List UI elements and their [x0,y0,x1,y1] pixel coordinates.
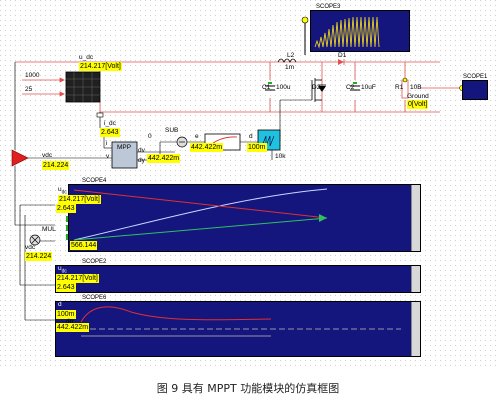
scope4-traces [73,188,328,241]
scope4-udc-value: 214.217[Volt] [58,195,101,204]
scope4-title: SCOPE4 [82,178,107,184]
current-sensor[interactable] [96,112,104,128]
k-value: 10k [275,153,286,160]
diode-d2[interactable] [318,84,326,92]
mosfet-switch[interactable] [311,78,322,102]
scope6-plot[interactable] [55,301,421,357]
sub-value: 442.422m [190,143,224,152]
scope2-idc-value: 2.643 [56,283,76,292]
scope4-idc-value: 2.643 [56,204,76,213]
inductor-l2[interactable] [277,58,297,63]
scope2-udc-label: udc [58,265,67,275]
ground-probe [402,77,408,83]
scope6-dv-value: 442.422m [56,323,90,332]
d1-label: D1 [338,52,347,59]
mpp-port-i: i [106,140,108,147]
scope4-plot[interactable] [68,184,421,252]
sub-summer-icon[interactable] [176,136,188,148]
scope4-udc-label: udc [58,186,67,196]
scope6-scrollbar[interactable] [411,302,420,356]
scope3-wiring [301,16,309,55]
mul-label: MUL [42,226,56,233]
scope3-plot[interactable] [310,10,410,52]
capacitor-c2[interactable] [350,82,360,91]
lower-vdc-label: vdc [25,244,36,251]
figure-caption: 图 9 具有 MPPT 功能模块的仿真框图 [156,382,340,395]
scope6-dn-label: dn [66,318,74,325]
scope2-scrollbar[interactable] [411,266,420,292]
scope2-title: SCOPE2 [82,259,107,265]
c1-value: 100u [276,84,291,91]
pv-idc-value: 2.643 [100,128,120,137]
mpp-port-dv: dv [138,147,145,154]
d-label: d [249,133,253,140]
mpp-block[interactable] [111,141,138,169]
ground-label: Ground [407,93,429,100]
pv-idc-label: i_dc [104,120,116,127]
scope4-scrollbar[interactable] [411,185,420,251]
vdc-label: vdc [42,152,53,159]
lower-wiring [14,166,55,321]
vdc-value: 214.224 [42,161,70,170]
d2-label: D2 [312,84,321,91]
gain-label: e [195,133,199,140]
diode-d1[interactable] [338,59,345,65]
pv-input-arrows [22,77,65,97]
r1-value: 10B [410,84,422,91]
scope3-trace [314,16,380,49]
mul-multiplier-icon[interactable] [29,234,41,246]
scope2-plot[interactable] [55,265,421,293]
mpp-port-dy: dy [138,157,145,164]
r1-label: R1 [395,84,404,91]
power-value: 566.144 [70,241,98,250]
ground-value: 0[Volt] [407,100,429,109]
c1-label: C1 [262,84,271,91]
c2-value: 10uF [361,84,376,91]
sub-label: SUB [165,127,179,134]
mpp-port-v: v [106,153,110,160]
pv-input-1000[interactable]: 1000 [25,72,40,79]
pv-udc-label: u_dc [79,54,94,61]
scope6-title: SCOPE6 [82,295,107,301]
scope3-title: SCOPE3 [316,4,341,10]
zero-label: 0 [148,133,152,140]
capacitor-c1[interactable] [265,82,275,91]
scope1-plot[interactable] [462,80,488,100]
pv-panel[interactable] [65,71,101,103]
scope6-traces [80,306,401,337]
c2-label: C2 [346,84,355,91]
scope2-udc-value: 214.217[Volt] [56,274,99,283]
pv-input-25[interactable]: 25 [25,86,33,93]
vdc-source-icon[interactable] [11,90,29,167]
mpp-label: MPP [117,144,132,151]
scope1-title: SCOPE1 [463,74,488,80]
pv-udc-value: 214.217[Volt] [79,62,122,71]
l2-value: 1m [285,64,295,71]
l2-label: L2 [287,52,295,59]
lower-vdc-value: 214.224 [25,252,53,261]
d-value: 100m [247,143,267,152]
scope6-d-value: 100m [56,310,76,319]
dv-value: 442.422m [147,154,181,163]
scope6-d-label: d [58,301,62,308]
